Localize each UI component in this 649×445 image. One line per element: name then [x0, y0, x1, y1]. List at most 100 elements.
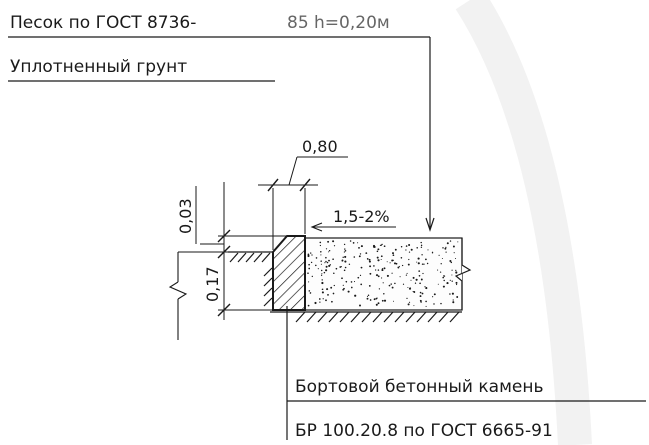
sand-dot [394, 282, 396, 285]
ground-hatch-stroke [317, 311, 328, 323]
dim-height-top: 0,03 [176, 198, 195, 234]
ground-hatch-stroke [427, 311, 438, 323]
sand-dot [366, 297, 369, 300]
sand-dot [456, 283, 458, 286]
sand-dot [427, 249, 429, 251]
sand-dot [344, 248, 346, 250]
dim-leader-top [288, 156, 298, 186]
sand-dot [407, 303, 410, 306]
sand-dot [397, 266, 400, 269]
sand-dot [332, 258, 334, 260]
sand-dot [377, 302, 380, 305]
sand-dot [381, 299, 384, 302]
sand-dot [308, 267, 311, 270]
sand-dot [442, 285, 445, 288]
sand-dot [452, 245, 455, 248]
sand-dot [425, 287, 428, 290]
sand-dot [377, 269, 380, 271]
sand-dot [418, 270, 421, 272]
sand-dot [381, 243, 383, 246]
sand-dot [314, 301, 317, 305]
sand-dot [368, 258, 371, 261]
sand-dot [417, 262, 420, 265]
sand-dot [405, 245, 408, 247]
sand-dot [432, 296, 434, 298]
sand-dot [344, 250, 347, 252]
sand-dot [342, 256, 344, 259]
sand-dot [358, 246, 360, 249]
sand-dot [442, 276, 445, 279]
curb-spec: БР 100.20.8 по ГОСТ 6665-91 [295, 421, 553, 441]
sand-dot [325, 299, 327, 302]
dim-tick-right [299, 178, 311, 192]
sand-dot [442, 247, 444, 249]
sand-dot [449, 293, 451, 295]
ground-hatch-stroke [416, 311, 427, 323]
sand-dot [408, 243, 411, 247]
sand-dot [339, 266, 342, 268]
sand-dot [408, 287, 412, 290]
soil-label: Уплотненный грунт [10, 57, 187, 77]
sand-dot [419, 295, 422, 298]
sand-dot [445, 251, 447, 253]
sand-dot [325, 260, 327, 263]
sand-dot [398, 265, 401, 267]
sand-dot [446, 242, 449, 245]
left-hatch-stroke [245, 252, 255, 263]
sand-dot [321, 279, 323, 281]
sand-dot [352, 242, 355, 244]
sand-dot [456, 296, 459, 298]
sand-dot [443, 279, 445, 282]
sand-dot [359, 253, 362, 255]
sand-dot [308, 290, 311, 292]
sand-dot [422, 272, 424, 275]
sand-dot [406, 272, 408, 274]
sand-dot [311, 254, 313, 256]
ground-hatch-stroke [361, 311, 372, 323]
dim-height-main: 0,17 [203, 266, 222, 302]
sand-dot [347, 290, 350, 293]
sand-dot [416, 247, 418, 249]
sand-dot [391, 259, 394, 262]
sand-dot [366, 258, 369, 260]
sand-dot [433, 293, 436, 296]
sand-dot [376, 256, 379, 259]
sand-dot [318, 298, 321, 300]
sand-dot [360, 266, 363, 269]
sand-dot [449, 240, 452, 242]
sand-dot [344, 266, 347, 269]
ground-hatch-stroke [306, 311, 317, 323]
sand-dot [417, 257, 420, 260]
sand-dot [320, 251, 322, 253]
sand-dot [325, 269, 328, 272]
sand-dot [457, 241, 459, 243]
sand-dot [320, 269, 323, 272]
sand-dot [452, 299, 454, 301]
sand-dot [368, 285, 371, 287]
sand-dot [449, 259, 452, 263]
sand-dot [420, 241, 422, 244]
sand-dot [320, 254, 322, 256]
sand-dot [392, 252, 394, 255]
left-hatch-stroke [263, 277, 273, 287]
level-break [168, 281, 188, 300]
sand-dot [421, 263, 424, 265]
sand-dot [345, 281, 348, 283]
sand-dot [357, 242, 359, 244]
sand-dot [421, 254, 423, 256]
sand-dot [419, 299, 422, 302]
left-hatch-stroke [263, 287, 273, 297]
sand-dot [321, 273, 323, 275]
sand-dot [431, 252, 434, 254]
sand-dot [380, 258, 382, 261]
sand-dot [340, 266, 343, 268]
sand-dot [408, 251, 411, 253]
sand-dot [450, 261, 453, 264]
ground-hatch-stroke [295, 311, 306, 323]
sand-dot [308, 281, 310, 283]
sand-dot [446, 282, 449, 285]
sand-dot [353, 281, 356, 283]
sand-dot [367, 294, 370, 297]
